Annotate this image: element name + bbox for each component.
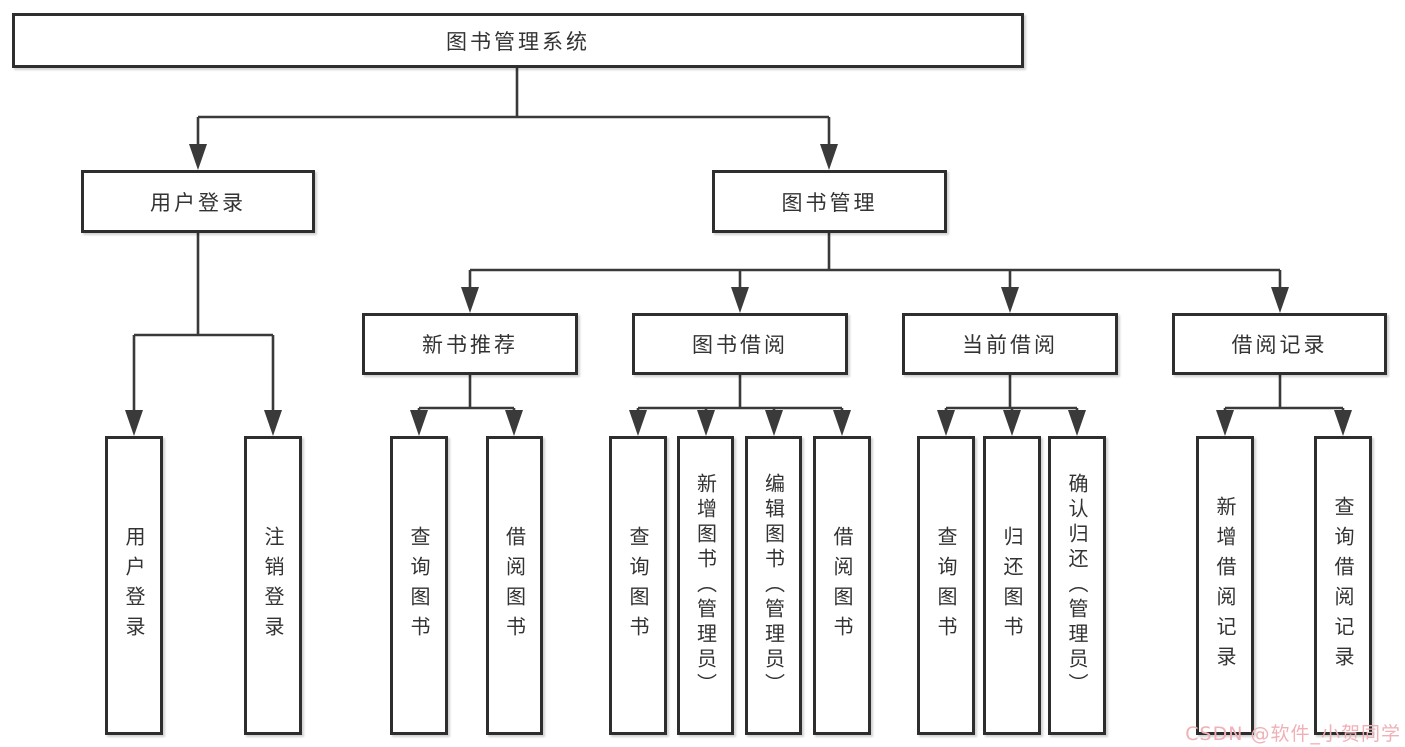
- csdn-watermark: CSDN @软件_小贺同学: [1185, 723, 1401, 745]
- node-label: 当前借阅: [962, 333, 1058, 357]
- leaf-query-books-current: 查询图书: [917, 436, 975, 735]
- node-label: 注销登录: [261, 525, 285, 646]
- node-label: 查询借阅记录: [1331, 495, 1355, 676]
- leaf-query-books-borrow: 查询图书: [609, 436, 667, 735]
- leaf-add-book-admin: 新增图书（管理员）: [677, 436, 734, 735]
- node-book-management: 图书管理: [712, 170, 947, 233]
- node-label: 借阅图书: [830, 525, 854, 646]
- node-user-login: 用户登录: [81, 170, 315, 233]
- leaf-borrow-books-recommend: 借阅图书: [486, 436, 543, 735]
- node-book-borrow: 图书借阅: [632, 313, 848, 375]
- node-label: 用户登录: [122, 525, 146, 646]
- node-label: 用户登录: [150, 190, 246, 215]
- node-label: 查询图书: [407, 525, 431, 646]
- node-current-borrow: 当前借阅: [902, 313, 1118, 375]
- node-label: 借阅图书: [502, 525, 527, 646]
- node-label: 确认归还（管理员）: [1065, 473, 1089, 698]
- node-label: 图书管理系统: [446, 29, 590, 54]
- leaf-user-login: 用户登录: [105, 436, 163, 735]
- node-label: 图书借阅: [692, 333, 788, 357]
- node-label: 查询图书: [626, 525, 650, 646]
- node-label: 查询图书: [934, 525, 958, 646]
- leaf-logout: 注销登录: [244, 436, 302, 735]
- leaf-add-borrow-record: 新增借阅记录: [1196, 436, 1254, 735]
- node-library-management-system: 图书管理系统: [12, 13, 1024, 68]
- leaf-borrow-books: 借阅图书: [813, 436, 871, 735]
- node-label: 新书推荐: [422, 333, 518, 357]
- leaf-edit-book-admin: 编辑图书（管理员）: [745, 436, 802, 735]
- node-label: 借阅记录: [1231, 333, 1328, 357]
- leaf-query-books-recommend: 查询图书: [390, 436, 448, 735]
- leaf-query-borrow-record: 查询借阅记录: [1314, 436, 1372, 735]
- node-label: 新增图书（管理员）: [693, 473, 718, 698]
- node-label: 图书管理: [781, 190, 878, 215]
- node-borrow-records: 借阅记录: [1172, 313, 1387, 375]
- leaf-return-book: 归还图书: [983, 436, 1041, 735]
- node-label: 新增借阅记录: [1213, 495, 1237, 676]
- node-label: 归还图书: [1000, 525, 1024, 646]
- node-new-book-recommend: 新书推荐: [362, 313, 578, 375]
- leaf-confirm-return-admin: 确认归还（管理员）: [1048, 436, 1106, 735]
- node-label: 编辑图书（管理员）: [761, 473, 786, 698]
